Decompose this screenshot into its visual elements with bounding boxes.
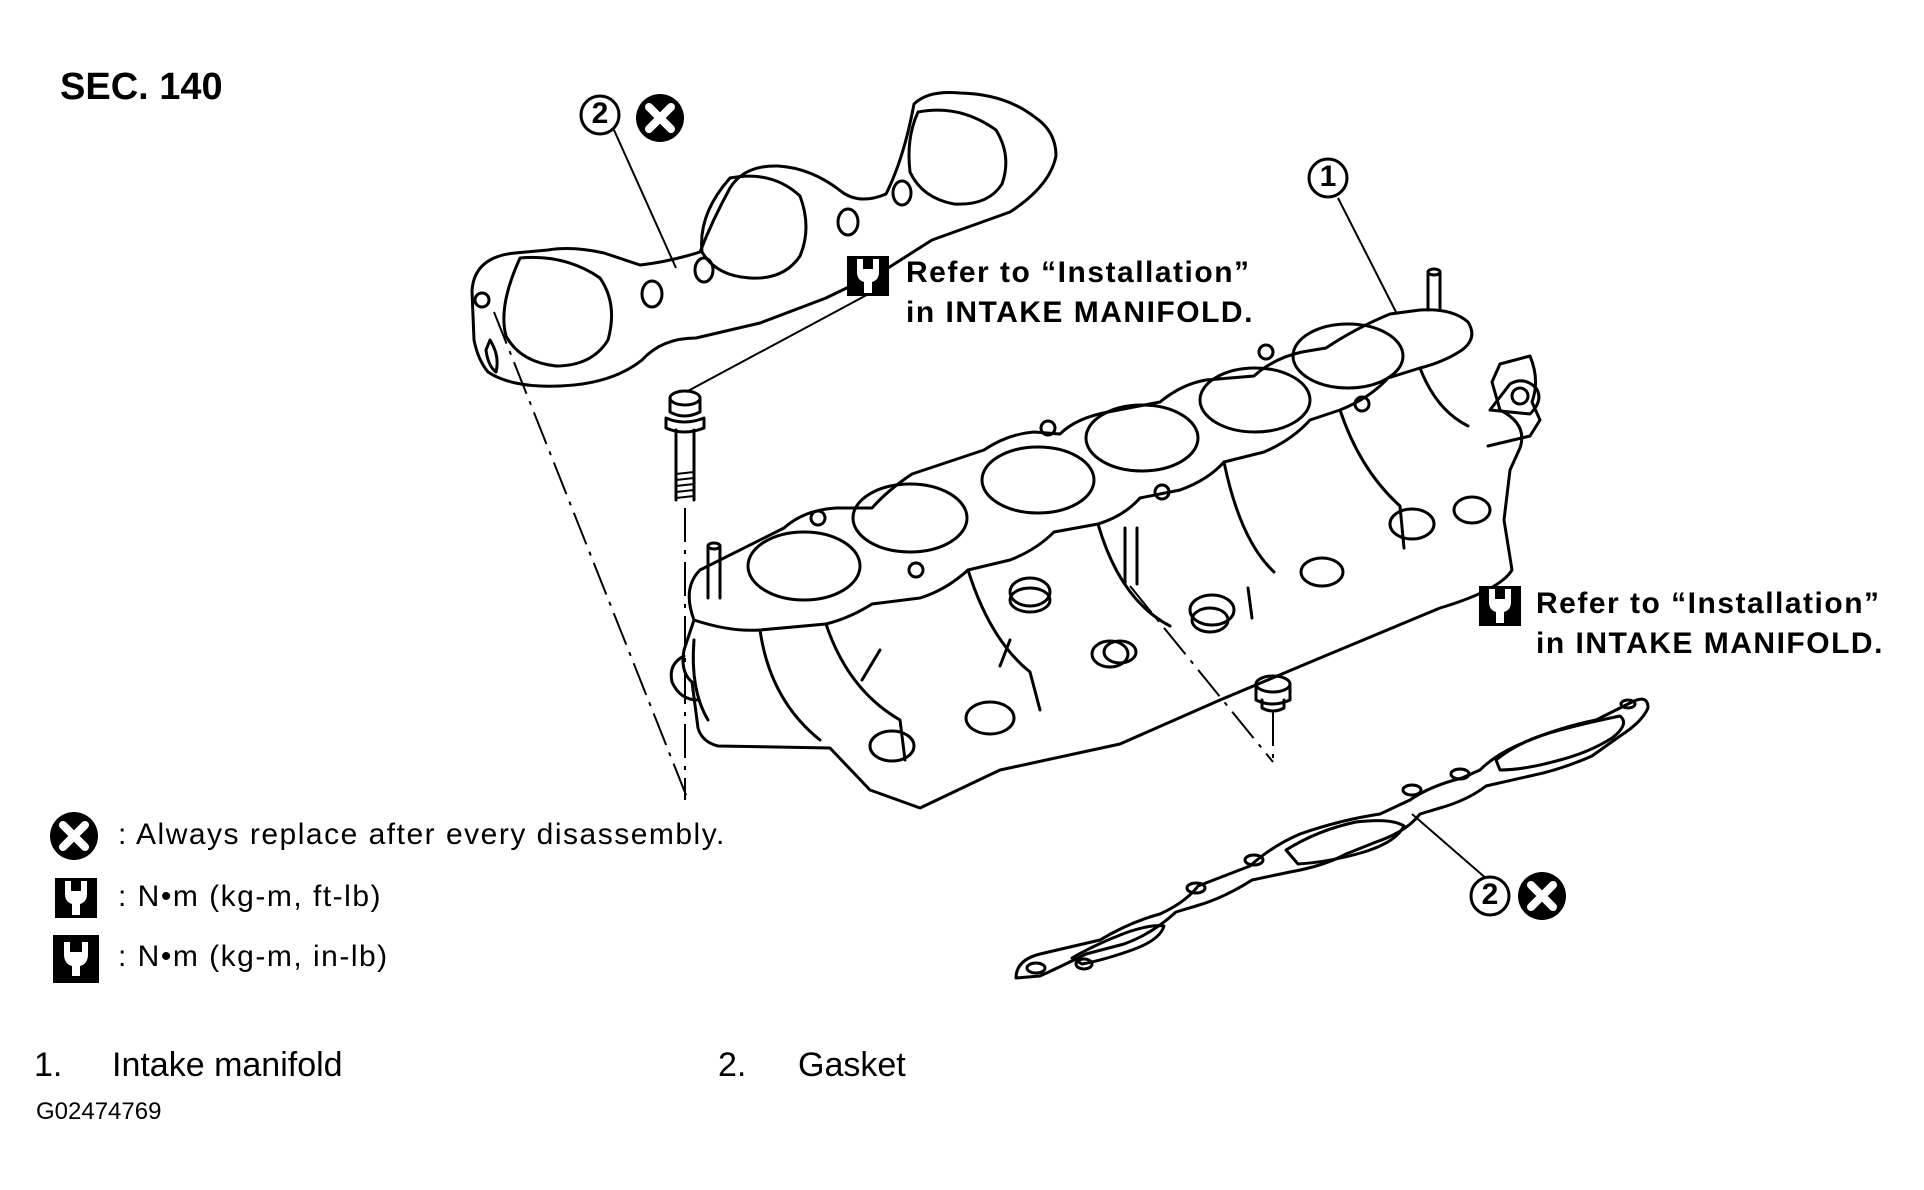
figure-id: G02474769 <box>36 1098 162 1125</box>
upper-gasket <box>470 91 1058 388</box>
note-line: Refer to “Installation” <box>1536 587 1881 620</box>
callout-number-2-lower: 2 <box>1481 878 1499 911</box>
callout-circle-2-upper <box>579 94 621 136</box>
part-number: 1. <box>34 1046 63 1084</box>
installation-note-lower: Refer to “Installation” in INTAKE MANIFO… <box>1536 584 1884 664</box>
bolt <box>664 389 706 502</box>
part-number: 2. <box>718 1046 747 1084</box>
always-replace-icon <box>50 812 98 860</box>
lower-gasket <box>1014 697 1650 980</box>
section-title: SEC. 140 <box>60 66 223 108</box>
torque-ftlb-icon <box>55 878 97 918</box>
leader-line <box>613 129 677 269</box>
note-line: in INTAKE MANIFOLD. <box>906 296 1254 329</box>
callout-circle-1 <box>1307 157 1349 199</box>
note-line: Refer to “Installation” <box>906 256 1251 289</box>
leader-line <box>1411 813 1489 881</box>
legend-text-always-replace: : Always replace after every disassembly… <box>118 818 726 851</box>
torque-wrench-icon <box>1479 586 1521 626</box>
part-name: Gasket <box>798 1046 906 1084</box>
always-replace-icon <box>636 94 684 142</box>
torque-wrench-icon <box>847 256 889 296</box>
installation-note-upper: Refer to “Installation” in INTAKE MANIFO… <box>906 253 1254 333</box>
intake-manifold <box>669 267 1542 810</box>
callout-circle-2-lower <box>1469 875 1511 917</box>
leader-line <box>1337 197 1397 313</box>
callout-number-1: 1 <box>1319 160 1337 193</box>
callout-number-2-upper: 2 <box>591 97 609 130</box>
alignment-line <box>1129 585 1274 763</box>
note-line: in INTAKE MANIFOLD. <box>1536 627 1884 660</box>
leader-line <box>685 289 877 393</box>
alignment-line <box>493 311 689 801</box>
legend-text-torque-ftlb: : N•m (kg-m, ft-lb) <box>118 880 382 913</box>
part-name: Intake manifold <box>112 1046 343 1084</box>
always-replace-icon <box>1518 872 1566 920</box>
legend-text-torque-inlb: : N•m (kg-m, in-lb) <box>118 940 389 973</box>
nut <box>1254 674 1292 713</box>
